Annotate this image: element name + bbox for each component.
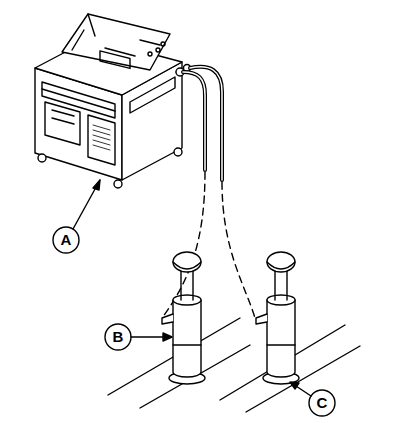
callout-leaders	[53, 180, 335, 416]
callout-letter: A	[55, 229, 77, 251]
callout-letter: B	[107, 326, 129, 348]
callout-letter: C	[311, 392, 333, 414]
jack-stand	[256, 252, 299, 384]
jack-stand	[162, 252, 205, 384]
test-cabinet	[35, 14, 191, 188]
hoses	[162, 67, 255, 318]
